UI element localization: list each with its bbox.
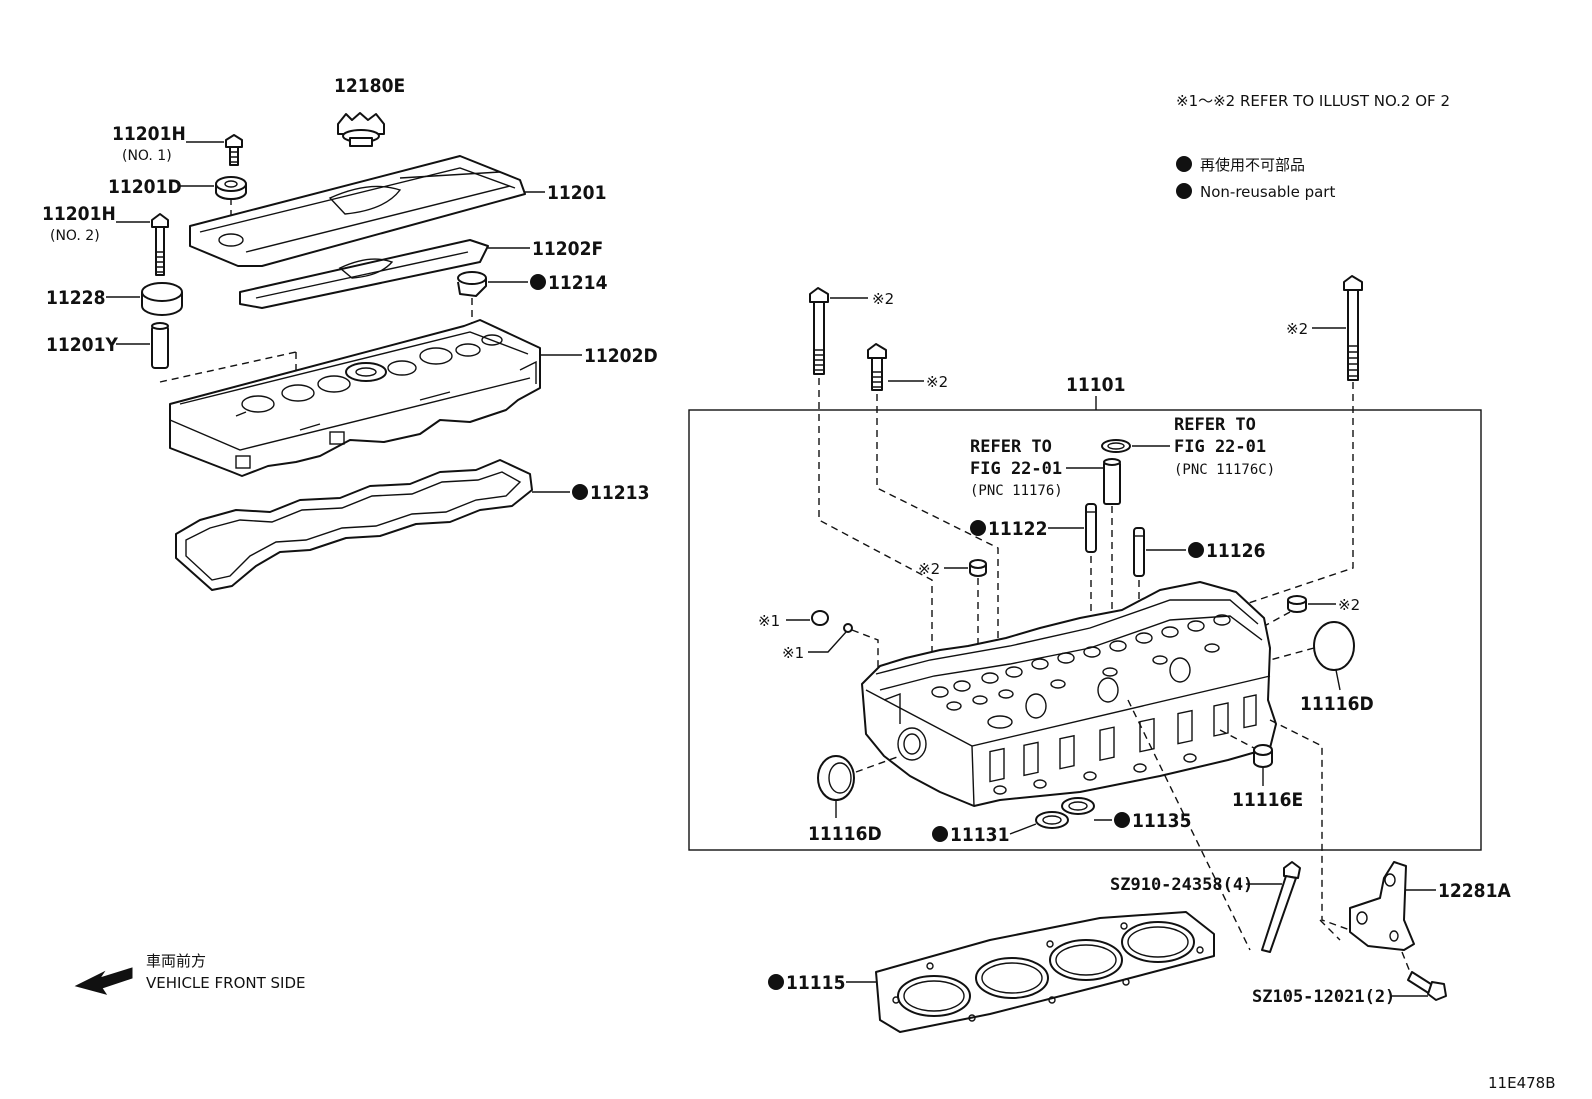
non-reusable-dot-icon bbox=[768, 974, 784, 990]
ref-b-line1: REFER TO bbox=[1174, 415, 1256, 435]
label-11213: 11213 bbox=[590, 482, 649, 504]
oil-filler-cap-part bbox=[337, 112, 385, 147]
label-mark2-c: ※2 bbox=[1286, 320, 1308, 338]
label-11228: 11228 bbox=[46, 287, 105, 309]
vehicle-front-en: VEHICLE FRONT SIDE bbox=[146, 974, 306, 992]
grommet-11214-part bbox=[457, 271, 487, 297]
non-reusable-dot-icon bbox=[530, 274, 546, 290]
legend-jp: 再使用不可部品 bbox=[1200, 156, 1305, 174]
non-reusable-dot-icon bbox=[572, 484, 588, 500]
bolt-11201H-no2-part bbox=[151, 213, 169, 276]
ring-11131-part bbox=[1035, 811, 1069, 829]
plug-mark1-a-part bbox=[811, 610, 829, 626]
label-11202D: 11202D bbox=[584, 345, 658, 367]
label-sz105: SZ105-12021(2) bbox=[1252, 987, 1395, 1007]
label-11101: 11101 bbox=[1066, 374, 1125, 396]
grommet-11201D-part bbox=[215, 176, 247, 200]
label-11116D-right: 11116D bbox=[1300, 693, 1374, 715]
legend-en: Non-reusable part bbox=[1200, 183, 1335, 201]
non-reusable-dot-icon bbox=[1114, 812, 1130, 828]
non-reusable-dot-icon bbox=[970, 520, 986, 536]
ref-b-line2: FIG 22-01 bbox=[1174, 437, 1266, 457]
head-cover-gasket-11213-part bbox=[175, 459, 533, 591]
ref-a-line1: REFER TO bbox=[970, 437, 1052, 457]
label-11214: 11214 bbox=[548, 272, 608, 294]
bolt-11201H-no1-part bbox=[225, 134, 243, 166]
label-11201: 11201 bbox=[547, 182, 606, 204]
legend-dot-icon bbox=[1176, 156, 1192, 172]
head-gasket-11115-part bbox=[875, 911, 1215, 1033]
label-11202F: 11202F bbox=[532, 238, 603, 260]
label-11122: 11122 bbox=[988, 518, 1047, 540]
legend-dot-icon bbox=[1176, 183, 1192, 199]
plug-mark2-left-part bbox=[969, 559, 987, 577]
ring-11135-part bbox=[1061, 797, 1095, 815]
label-11201H-no1-sub: (NO. 1) bbox=[122, 148, 172, 164]
label-11126: 11126 bbox=[1206, 540, 1265, 562]
ref-a-line3: (PNC 11176) bbox=[970, 483, 1063, 499]
spacer-11228-part bbox=[141, 282, 183, 316]
label-mark2-d: ※2 bbox=[918, 560, 940, 578]
label-11201D: 11201D bbox=[108, 176, 182, 198]
plug-11116E-part bbox=[1253, 744, 1273, 768]
stud-11122-part bbox=[1085, 503, 1097, 553]
label-mark2-a: ※2 bbox=[872, 290, 894, 308]
seal-11116D-left-part bbox=[817, 755, 855, 801]
cylinder-head-cover-11202D-part bbox=[169, 319, 541, 477]
ref-a-line2: FIG 22-01 bbox=[970, 459, 1062, 479]
label-mark1-a: ※1 bbox=[758, 612, 780, 630]
cylinder-head-11101-part bbox=[861, 581, 1277, 807]
label-11135: 11135 bbox=[1132, 810, 1191, 832]
label-11201H-no2: 11201H bbox=[42, 203, 116, 225]
sleeve-11201Y-part bbox=[151, 322, 169, 369]
cover-gasket-11202F-part bbox=[239, 239, 489, 309]
label-12180E: 12180E bbox=[334, 75, 405, 97]
label-mark2-e: ※2 bbox=[1338, 596, 1360, 614]
plug-11116D-right-part bbox=[1313, 621, 1355, 671]
valve-guide-ref-part bbox=[1103, 458, 1121, 505]
non-reusable-dot-icon bbox=[932, 826, 948, 842]
plug-mark1-b-part bbox=[843, 623, 853, 633]
label-11201Y: 11201Y bbox=[46, 334, 118, 356]
vehicle-front-arrow-icon bbox=[74, 967, 133, 995]
engine-hanger-12281A-part bbox=[1349, 861, 1415, 951]
assembly-11101-box bbox=[688, 409, 1482, 851]
plug-mark2-right-part bbox=[1287, 595, 1307, 613]
figure-code: 11E478B bbox=[1488, 1074, 1556, 1092]
label-mark1-b: ※1 bbox=[782, 644, 804, 662]
label-mark2-b: ※2 bbox=[926, 373, 948, 391]
label-11201H-no1: 11201H bbox=[112, 123, 186, 145]
label-11131: 11131 bbox=[950, 824, 1009, 846]
label-11115: 11115 bbox=[786, 972, 845, 994]
vehicle-front-jp: 車両前方 bbox=[146, 952, 206, 970]
bolt-sz910-part bbox=[1261, 861, 1301, 953]
label-11201H-no2-sub: (NO. 2) bbox=[50, 228, 100, 244]
stud-11126-part bbox=[1133, 527, 1145, 577]
non-reusable-dot-icon bbox=[1188, 542, 1204, 558]
head-bolt-mid-part bbox=[867, 343, 887, 391]
label-12281A: 12281A bbox=[1438, 880, 1511, 902]
bolt-sz105-part bbox=[1407, 971, 1447, 1001]
label-11116E: 11116E bbox=[1232, 789, 1303, 811]
ref-b-line3: (PNC 11176C) bbox=[1174, 462, 1275, 478]
cylinder-head-cover-no2-part bbox=[189, 155, 526, 267]
label-11116D-left: 11116D bbox=[808, 823, 882, 845]
head-bolt-right-part bbox=[1343, 275, 1363, 381]
head-bolt-left-part bbox=[809, 287, 829, 375]
o-ring-ref-part bbox=[1101, 439, 1131, 453]
refer-note: ※1～※2 REFER TO ILLUST NO.2 OF 2 bbox=[1176, 92, 1450, 110]
label-sz910: SZ910-24358(4) bbox=[1110, 875, 1253, 895]
